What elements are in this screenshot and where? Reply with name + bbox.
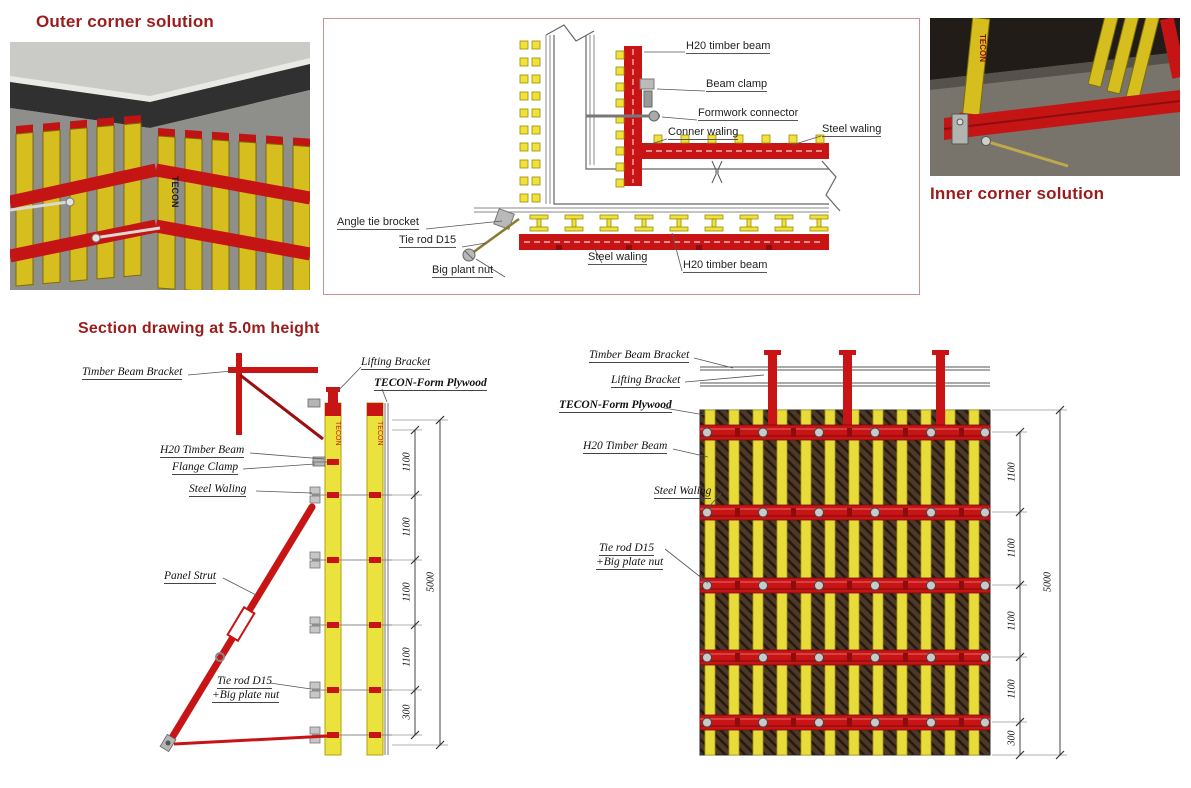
label-tie-rod-left-1: Tie rod D15 xyxy=(217,675,273,689)
clamp-connector-hardware xyxy=(586,78,660,122)
wall-lines xyxy=(545,24,841,212)
label-tecon-form-plywood-left: TECON-Form Plywood xyxy=(374,377,487,391)
brand-text: TECON xyxy=(334,421,341,446)
flange-clamp xyxy=(312,456,339,467)
label-tie-rod-d15: Tie rod D15 xyxy=(399,234,457,248)
brand-text: TECON xyxy=(170,176,180,208)
label-h20-timber-beam-bottom: H20 timber beam xyxy=(683,259,768,273)
label-timber-beam-bracket-right: Timber Beam Bracket xyxy=(589,349,690,363)
panel-strut xyxy=(159,503,329,753)
h20-beams: TECON TECON xyxy=(324,402,384,756)
plywood-lines xyxy=(384,403,389,755)
outer-vertical-panel xyxy=(519,35,551,204)
dim-1100: 1100 xyxy=(401,582,413,602)
corner-detail-drawing xyxy=(425,24,841,278)
label-h20-timber-beam-right: H20 Timber Beam xyxy=(583,440,668,454)
elevation-drawing-right xyxy=(663,350,1067,760)
tie-rod-hardware xyxy=(10,197,161,243)
section-drawing-left: TECON TECON xyxy=(159,353,448,756)
dim-1100: 1100 xyxy=(401,647,413,667)
dim-1100: 1100 xyxy=(1006,462,1018,482)
extension-lines xyxy=(992,409,1067,756)
corner-bracket xyxy=(951,113,969,145)
wall-dark-band xyxy=(10,64,310,128)
right-timber-beams xyxy=(1087,18,1163,102)
corner-tie-hardware xyxy=(462,208,520,262)
label-steel-waling-right: Steel waling xyxy=(822,123,882,137)
timber-beam-bracket xyxy=(228,353,324,441)
brand-text: TECON xyxy=(376,421,383,446)
leader-lines xyxy=(663,357,765,584)
label-big-plant-nut: Big plant nut xyxy=(432,264,494,278)
dim-1100: 1100 xyxy=(1006,679,1018,699)
label-timber-beam-bracket-left: Timber Beam Bracket xyxy=(82,366,183,380)
extension-lines xyxy=(392,419,448,746)
lifting-brackets xyxy=(764,350,949,425)
label-formwork-connector: Formwork connector xyxy=(698,107,799,121)
label-tie-rod-left-2: +Big plate nut xyxy=(212,689,280,703)
label-lifting-bracket-left: Lifting Bracket xyxy=(361,356,431,370)
label-beam-clamp: Beam clamp xyxy=(706,78,768,92)
tie-rod xyxy=(981,138,1069,168)
outer-corner-photo: TECON xyxy=(10,42,310,290)
leader-lines xyxy=(425,51,822,278)
label-lifting-bracket-right: Lifting Bracket xyxy=(611,374,681,388)
dim-5000: 5000 xyxy=(425,572,437,592)
dim-5000: 5000 xyxy=(1042,572,1054,592)
inner-corner-photo: TECON xyxy=(930,18,1180,176)
label-panel-strut: Panel Strut xyxy=(164,570,217,584)
dimension-lines xyxy=(410,415,445,750)
dim-1100: 1100 xyxy=(401,517,413,537)
label-tie-rod-right-2: +Big plate nut xyxy=(596,556,664,570)
label-tie-rod-right-1: Tie rod D15 xyxy=(599,542,655,556)
label-flange-clamp: Flange Clamp xyxy=(172,461,239,475)
label-h20-timber-beam-left: H20 Timber Beam xyxy=(160,444,245,458)
dim-1100: 1100 xyxy=(1006,611,1018,631)
inner-vertical-panel xyxy=(589,35,642,188)
inner-corner-title: Inner corner solution xyxy=(930,184,1105,203)
brand-text: TECON xyxy=(978,34,987,62)
outer-horizontal-panel xyxy=(474,207,829,250)
dimension-lines xyxy=(1015,405,1065,760)
label-conner-waling: Conner waling xyxy=(668,126,739,140)
inner-horizontal-waling xyxy=(642,134,829,184)
label-tecon-form-plywood-right: TECON-Form Plywood xyxy=(559,399,672,413)
outer-corner-title: Outer corner solution xyxy=(36,12,214,31)
label-h20-timber-beam-top: H20 timber beam xyxy=(686,40,771,54)
leader-lines xyxy=(187,366,388,690)
label-steel-waling-right2: Steel Waling xyxy=(654,485,712,499)
label-steel-waling-left: Steel Waling xyxy=(189,483,247,497)
label-steel-waling-bottom: Steel waling xyxy=(588,251,648,265)
section-drawing-title: Section drawing at 5.0m height xyxy=(78,320,320,337)
dim-1100: 1100 xyxy=(1006,538,1018,558)
corner-detail-box xyxy=(323,18,920,295)
wall-top-edge xyxy=(10,58,310,102)
dim-1100: 1100 xyxy=(401,452,413,472)
dim-300: 300 xyxy=(401,704,413,720)
dim-300: 300 xyxy=(1006,730,1018,746)
red-beam xyxy=(1159,18,1180,79)
label-angle-tie-brocket: Angle tie brocket xyxy=(337,216,419,230)
lifting-bracket xyxy=(326,387,340,403)
